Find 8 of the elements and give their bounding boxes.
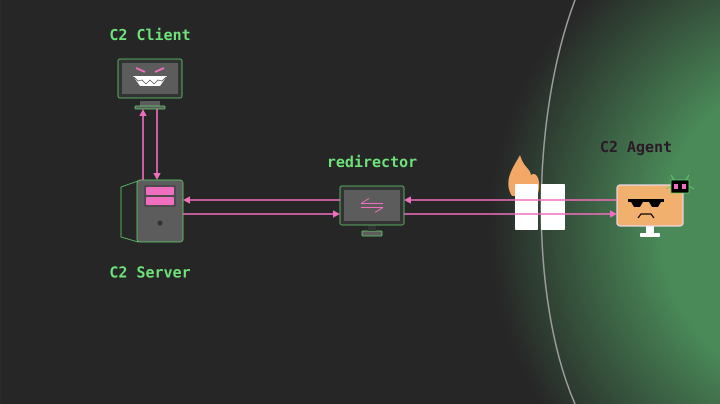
node-label: redirector (328, 154, 417, 168)
node-label: C2 Server (110, 266, 190, 278)
computer-drawing: C2 Agent (601, 140, 684, 237)
computer-drawing: C2 Client (110, 28, 190, 110)
server-drawing: C2 Server (110, 180, 190, 278)
node-label: C2 Agent (600, 140, 671, 156)
node-label: C2 Client (110, 28, 190, 40)
computer-drawing: redirector (328, 154, 417, 236)
